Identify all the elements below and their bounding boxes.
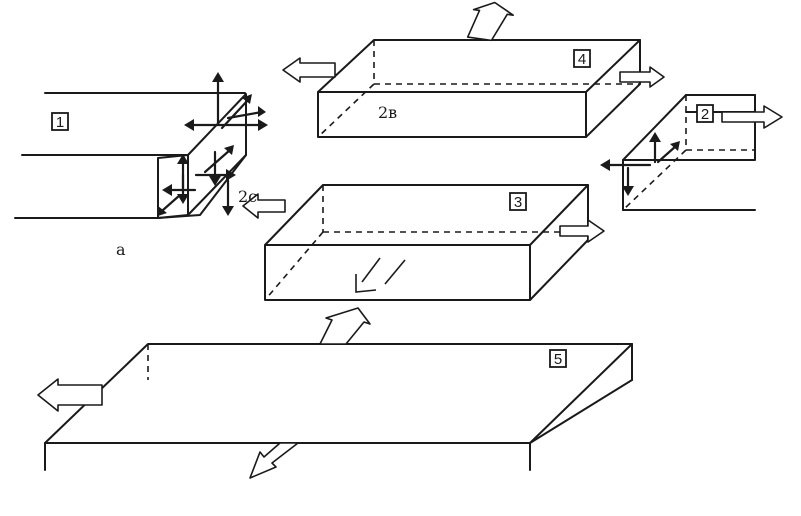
element-3-right-arrow	[559, 219, 605, 243]
arrowhead	[158, 206, 167, 216]
element-2-right-arrow	[721, 105, 783, 129]
element-1	[14, 92, 247, 219]
label-box-5: 5	[549, 349, 567, 368]
arrow-diag-2a	[656, 144, 678, 164]
arrowhead	[622, 186, 634, 196]
label-box-4: 4	[573, 49, 591, 68]
element-4-outline	[317, 39, 641, 138]
arrow-shaft	[361, 257, 381, 283]
element-1-end-bottom-left	[157, 214, 189, 219]
arrowhead	[258, 119, 268, 131]
element-5-down-arrow	[249, 442, 299, 479]
element-3-hidden-diag	[264, 231, 324, 301]
element-4-up-arrow	[466, 1, 514, 42]
label-box-2: 2	[696, 104, 714, 123]
annotation-2b: 2в	[378, 103, 397, 122]
arrowhead	[222, 206, 234, 216]
element-5-up-arrow	[319, 307, 371, 345]
arrowhead	[162, 184, 172, 196]
arrowhead	[242, 94, 252, 104]
element-4-hidden-diag	[317, 83, 375, 138]
arrowhead	[177, 194, 189, 204]
annotation-a: a	[116, 240, 126, 259]
arrowhead	[670, 141, 680, 151]
element-5-plate	[44, 343, 633, 471]
element-3-down-arrow	[355, 257, 406, 293]
arrowhead	[649, 132, 661, 142]
arrowhead	[184, 119, 194, 131]
element-4-left-arrow	[282, 57, 336, 83]
label-5: 5	[554, 351, 562, 368]
label-box-3: 3	[509, 192, 527, 211]
arrowhead	[226, 169, 236, 181]
label-3: 3	[514, 194, 522, 211]
annotation-2c: 2c	[238, 187, 257, 206]
element-2-stress-arrows	[600, 132, 680, 196]
arrowhead	[258, 106, 266, 117]
arrow-shaft	[384, 259, 406, 285]
arrow-diag-1a	[220, 98, 250, 130]
arrowhead	[177, 154, 189, 164]
arrow-diag-1d	[161, 193, 182, 212]
element-1-end-bottom	[187, 154, 247, 216]
element-4-slab	[317, 39, 641, 138]
element-3-right-top	[529, 184, 589, 246]
arrow-diag-1c	[203, 148, 232, 174]
element-2-hidden-diag	[622, 149, 687, 211]
arrow-tip	[355, 274, 377, 293]
arrowhead	[600, 159, 610, 171]
arrowhead	[224, 145, 234, 155]
element-1-end-face	[157, 93, 247, 219]
element-1-stress-arrows	[158, 72, 268, 216]
label-1: 1	[56, 114, 64, 131]
label-4: 4	[578, 51, 586, 68]
element-5-left-arrow	[37, 378, 103, 412]
element-4-right-arrow	[619, 66, 665, 88]
arrowhead	[209, 176, 221, 186]
label-box-1: 1	[51, 112, 69, 131]
arrow-diag-1b	[226, 110, 264, 120]
arrowhead	[212, 72, 224, 82]
label-2: 2	[701, 106, 709, 123]
element-3-slab	[264, 184, 589, 301]
element-5-right-top	[529, 343, 633, 444]
element-3-left-arrow	[242, 193, 286, 219]
